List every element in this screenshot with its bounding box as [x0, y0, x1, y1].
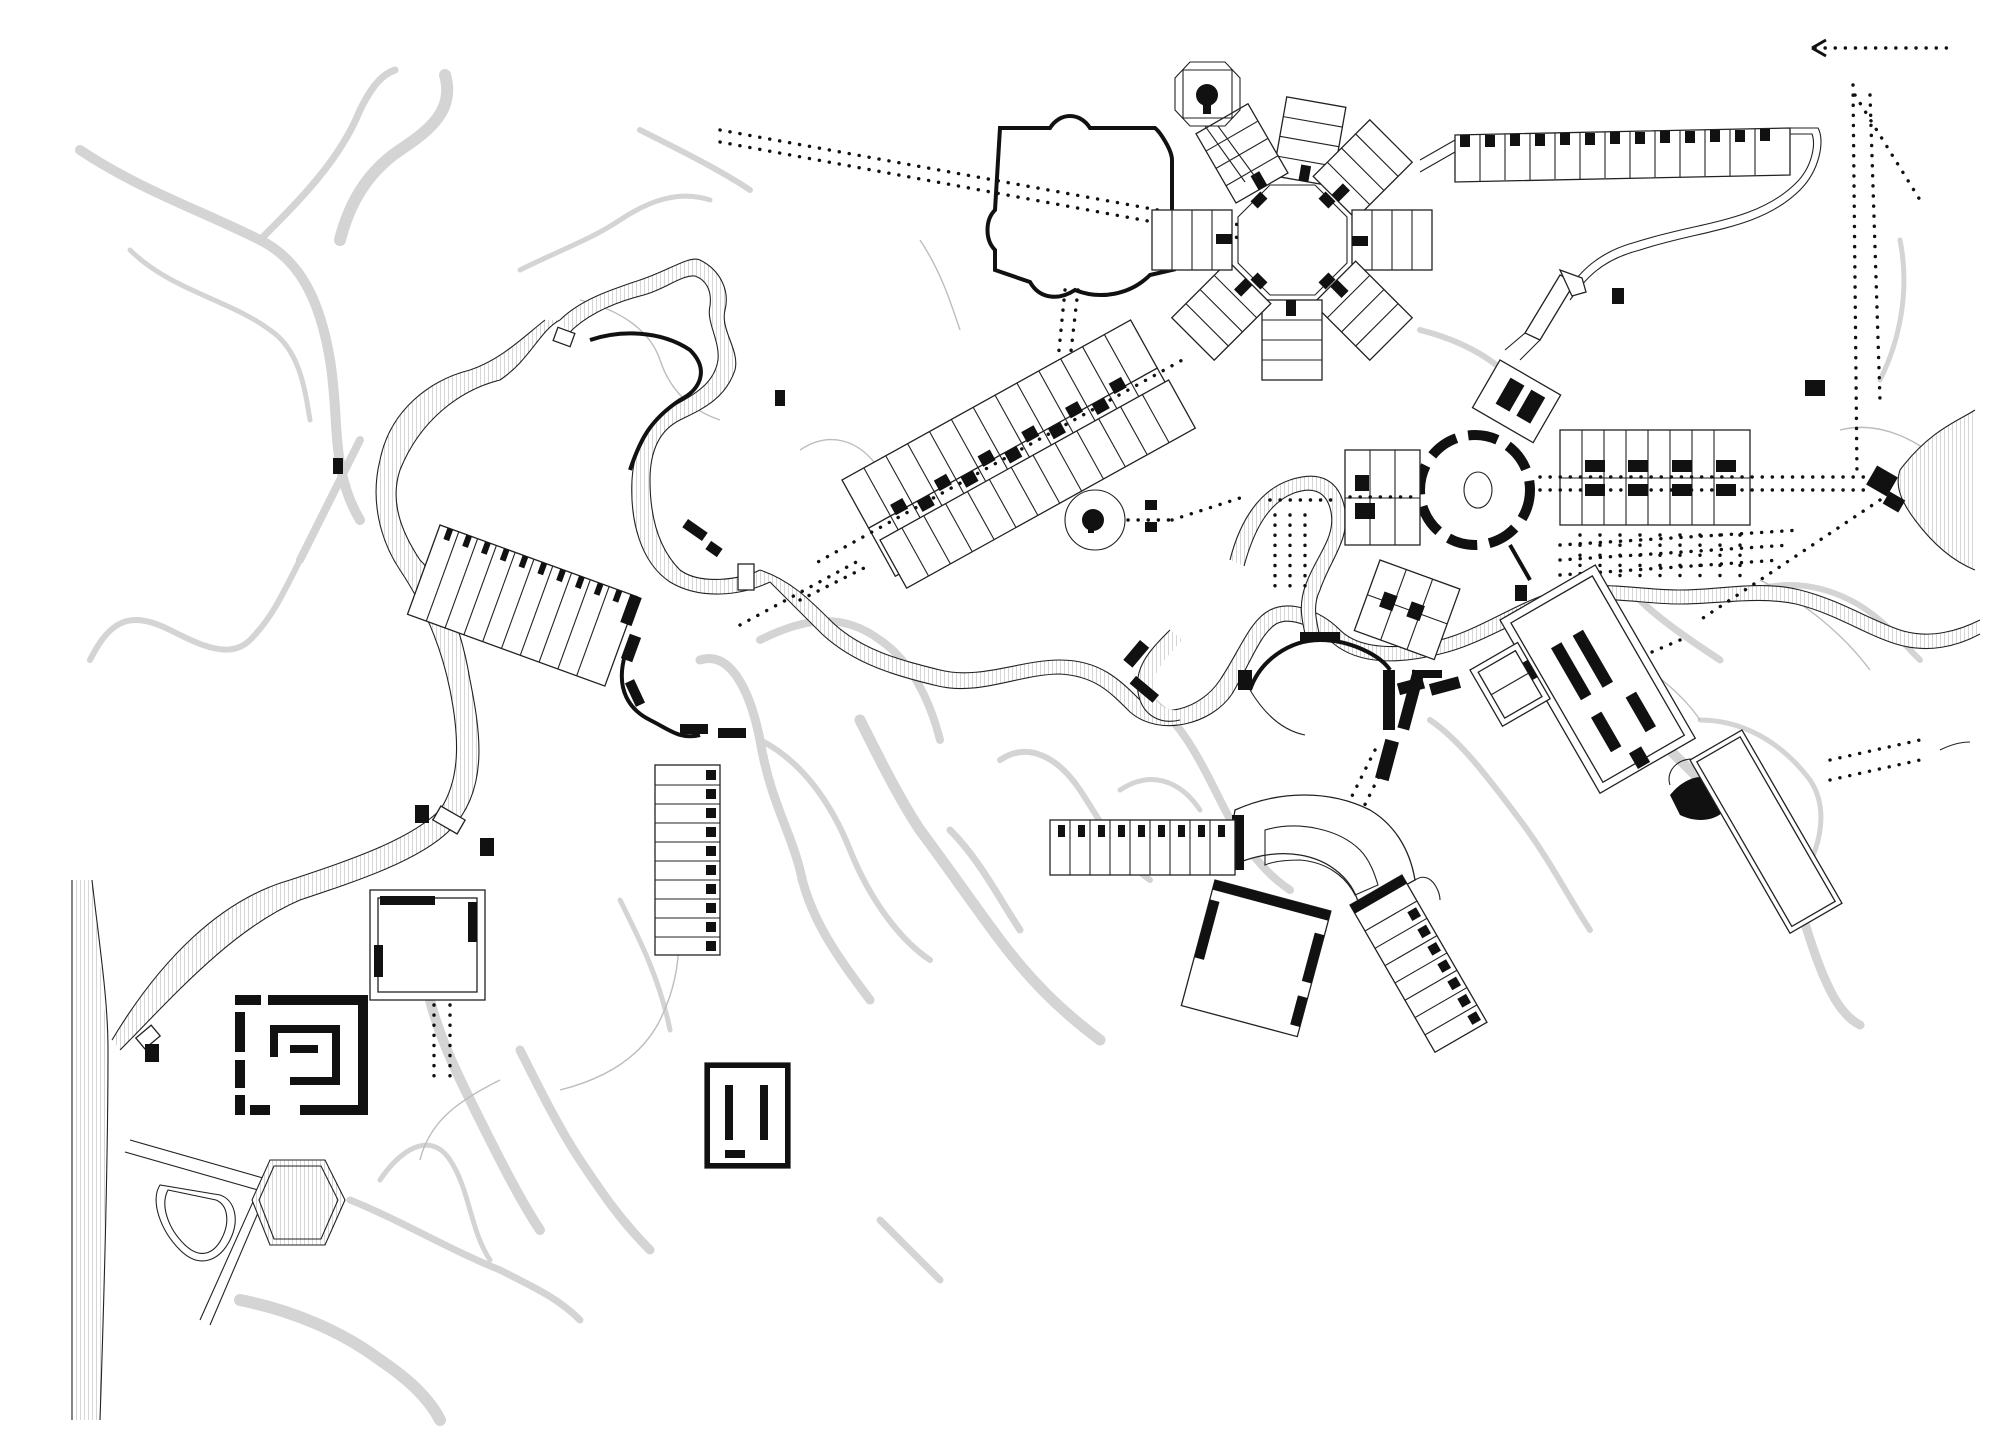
marker-block [1612, 288, 1624, 304]
marker-block [333, 458, 343, 474]
marker-block [415, 805, 429, 823]
circular-plaza [1268, 359, 1971, 782]
curved-wall [619, 519, 746, 739]
radial-center [1151, 61, 1433, 381]
triangle-loop [124, 1139, 346, 1326]
marker-block [775, 390, 785, 406]
round-pavilion [1064, 489, 1242, 551]
procession-path [718, 128, 1242, 227]
square-compound [235, 889, 486, 1115]
quatrefoil-hall [985, 114, 1177, 362]
dotted-path [1851, 83, 1859, 477]
south-cluster [1049, 632, 1488, 1054]
tower-structure [1504, 268, 1587, 361]
rect-complex [1469, 564, 1843, 935]
barracks-diagonal [738, 319, 1197, 627]
dotted-path [1853, 93, 1922, 202]
marker-block [1805, 380, 1825, 396]
arrow-left-icon [1811, 38, 1952, 58]
marker-block [480, 838, 494, 856]
dotted-path [1868, 93, 1882, 402]
procession-path [718, 140, 1242, 240]
barracks-vertical [654, 764, 721, 956]
river-channel [71, 258, 1981, 1421]
barracks-top-right [1419, 127, 1822, 301]
barracks-left [406, 524, 642, 687]
h-block [704, 1062, 791, 1169]
marker-block [145, 1044, 159, 1062]
